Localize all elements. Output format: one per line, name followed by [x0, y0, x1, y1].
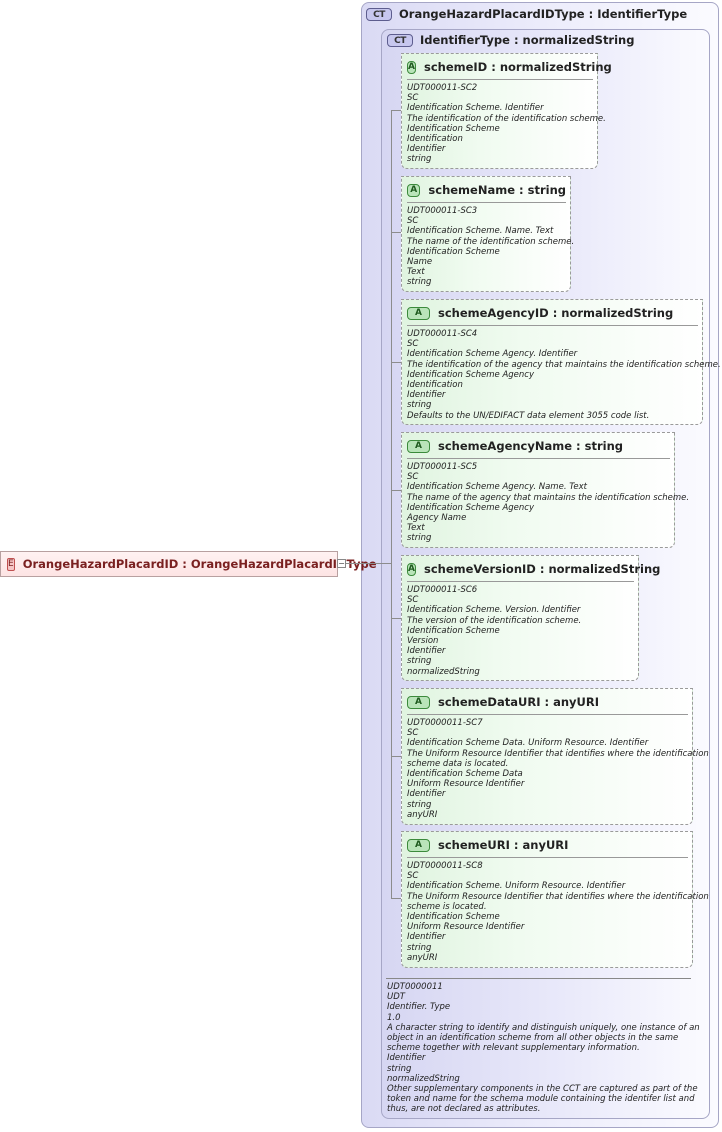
element-box[interactable]: E OrangeHazardPlacardID : OrangeHazardPl… [0, 551, 377, 577]
attribute-name: schemeVersionID : normalizedString [423, 562, 661, 576]
element-label: OrangeHazardPlacardID : OrangeHazardPlac… [22, 557, 377, 571]
attribute-icon: A [407, 439, 430, 453]
attribute-icon: A [407, 562, 416, 576]
outer-type-title: OrangeHazardPlacardIDType : IdentifierTy… [399, 7, 688, 21]
connector-branch [391, 110, 401, 111]
attribute-icon: A [407, 695, 430, 709]
connector-line [362, 563, 391, 564]
attribute-icon: A [407, 60, 416, 74]
attribute-name: schemeAgencyName : string [438, 439, 624, 453]
inner-type-title: IdentifierType : normalizedString [420, 33, 635, 47]
attribute-icon: A [407, 183, 421, 197]
attribute-name: schemeID : normalizedString [423, 60, 612, 74]
element-icon: E [7, 557, 15, 571]
attribute-name: schemeURI : anyURI [438, 838, 569, 852]
connector-branch [391, 232, 401, 233]
attribute-scheme-version-id[interactable]: A schemeVersionID : normalizedString UDT… [401, 555, 660, 681]
attribute-name: schemeAgencyID : normalizedString [438, 306, 674, 320]
attribute-icon: A [407, 838, 430, 852]
collapse-toggle[interactable]: − [337, 559, 346, 568]
complex-type-icon: CT [387, 34, 413, 47]
connector-branch [391, 362, 401, 363]
complex-type-icon: CT [366, 8, 392, 21]
attribute-icon: A [407, 306, 430, 320]
connector-branch [391, 898, 401, 899]
footer-separator [386, 978, 691, 979]
connector-line [346, 563, 362, 564]
attribute-scheme-agency-name[interactable]: A schemeAgencyName : string UDT000011-SC… [401, 432, 690, 548]
attribute-name: schemeDataURI : anyURI [438, 695, 599, 709]
connector-branch [391, 756, 401, 757]
connector-trunk [391, 110, 392, 898]
connector-branch [391, 490, 401, 491]
connector-branch [391, 618, 401, 619]
attribute-scheme-id[interactable]: A schemeID : normalizedString UDT000011-… [401, 53, 612, 169]
attribute-name: schemeName : string [428, 183, 566, 197]
attribute-scheme-agency-id[interactable]: A schemeAgencyID : normalizedString UDT0… [401, 299, 721, 425]
